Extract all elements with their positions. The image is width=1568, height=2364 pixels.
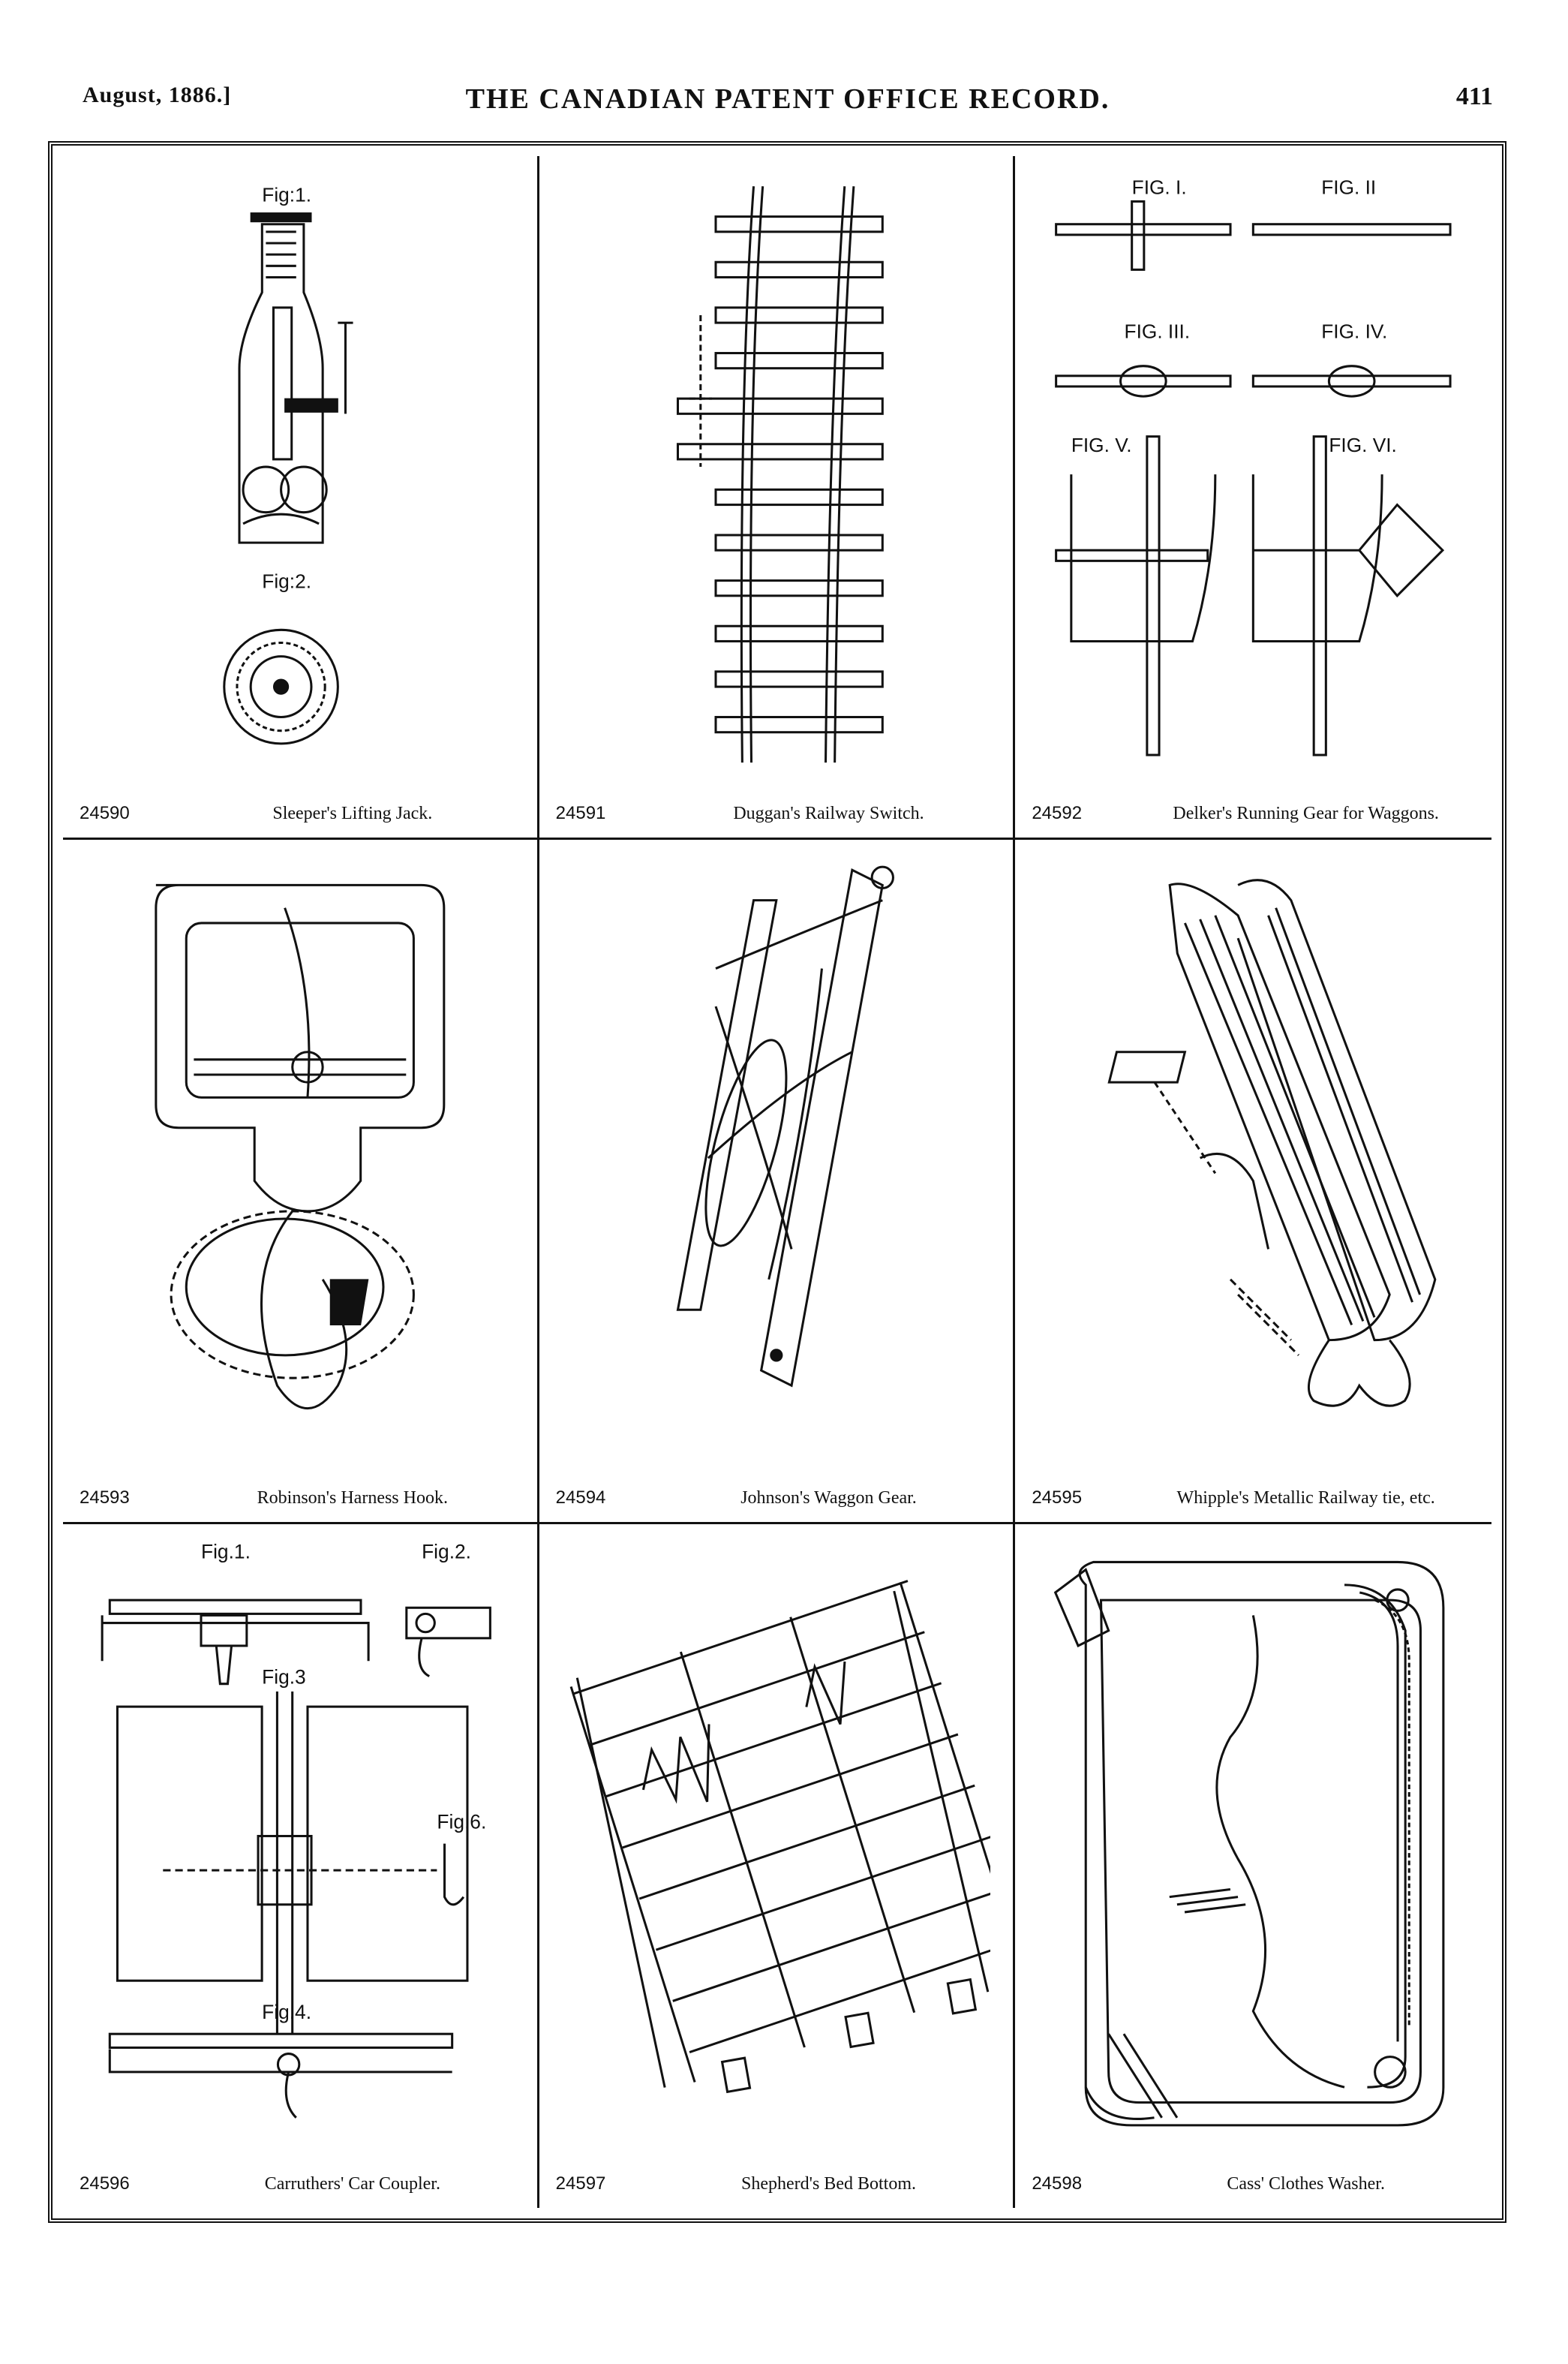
patent-title: Duggan's Railway Switch. [733, 804, 924, 824]
patent-title: Delker's Running Gear for Waggons. [1173, 804, 1439, 824]
patent-cell: 24595 Whipple's Metallic Railway tie, et… [1015, 840, 1491, 1524]
lifting-jack-illustration: Fig:1. Fig:2. [223, 183, 353, 745]
patent-cell: 24597 Shepherd's Bed Bottom. [539, 1523, 1016, 2208]
bed-bottom-drawing [562, 1539, 1014, 2148]
patent-caption: 24591 Duggan's Railway Switch. [556, 794, 997, 824]
page-number: 411 [1455, 83, 1493, 110]
fig-label: FIG. II [1322, 176, 1377, 198]
patent-cell: 24591 Duggan's Railway Switch. [539, 156, 1016, 841]
waggon-gear-illustration [676, 865, 894, 1388]
publication-title: THE CANADIAN PATENT OFFICE RECORD. [465, 83, 1110, 115]
patent-title: Cass' Clothes Washer. [1227, 2173, 1385, 2194]
patent-number: 24596 [80, 2173, 130, 2194]
clothes-washer-drawing [1038, 1539, 1469, 2148]
patent-grid: Fig:1. Fig:2. 24590 [63, 156, 1491, 2208]
patent-caption: 24595 Whipple's Metallic Railway tie, et… [1032, 1478, 1475, 1508]
patent-title: Robinson's Harness Hook. [257, 1487, 448, 1508]
patent-number: 24591 [555, 803, 606, 824]
page-header: August, 1886.] THE CANADIAN PATENT OFFIC… [83, 83, 1493, 128]
fig-label: Fig:2. [262, 570, 311, 593]
running-gear-drawing: FIG. I. FIG. II FIG. III. FIG. IV. FIG. … [1038, 171, 1469, 777]
patent-number: 24598 [1032, 2173, 1083, 2194]
patent-cell: 24594 Johnson's Waggon Gear. [539, 840, 1016, 1524]
patent-caption: 24592 Delker's Running Gear for Waggons. [1032, 794, 1475, 824]
patent-title: Carruthers' Car Coupler. [264, 2173, 440, 2194]
fig-label: Fig.6. [437, 1810, 486, 1833]
patent-number: 24597 [555, 2173, 606, 2194]
patent-number: 24590 [80, 803, 130, 824]
harness-hook-illustration [155, 884, 446, 1410]
patent-caption: 24593 Robinson's Harness Hook. [80, 1478, 521, 1508]
patent-number: 24594 [555, 1487, 606, 1508]
fig-label: FIG. I. [1132, 176, 1187, 198]
patent-caption: 24596 Carruthers' Car Coupler. [80, 2164, 521, 2194]
patent-number: 24592 [1032, 803, 1083, 824]
issue-date: August, 1886.] [83, 83, 232, 107]
patent-caption: 24594 Johnson's Waggon Gear. [556, 1478, 997, 1508]
patent-cell: 24593 Robinson's Harness Hook. [63, 840, 539, 1524]
fig-label: Fig.2. [422, 1540, 471, 1562]
patent-cell: Fig.1. Fig.2. Fig.3 Fig.6. [63, 1523, 539, 2208]
patent-plate-frame: Fig:1. Fig:2. 24590 [48, 141, 1506, 2223]
fig-label: Fig.4. [262, 2001, 311, 2023]
patent-number: 24595 [1032, 1487, 1083, 1508]
car-coupler-drawing: Fig.1. Fig.2. Fig.3 Fig.6. [86, 1539, 515, 2148]
patent-caption: 24598 Cass' Clothes Washer. [1032, 2164, 1475, 2194]
lifting-jack-drawing: Fig:1. Fig:2. [86, 171, 515, 777]
railway-tie-drawing [1038, 855, 1469, 1461]
patent-title: Whipple's Metallic Railway tie, etc. [1176, 1487, 1435, 1508]
fig-label: FIG. V. [1071, 434, 1132, 456]
clothes-washer-illustration [1054, 1560, 1445, 2127]
fig-label: FIG. VI. [1329, 434, 1397, 456]
patent-number: 24593 [80, 1487, 130, 1508]
car-coupler-illustration: Fig.1. Fig.2. Fig.3 Fig.6. [101, 1540, 491, 2119]
fig-label: FIG. IV. [1322, 320, 1388, 342]
patent-cell: Fig:1. Fig:2. 24590 [63, 156, 539, 841]
bed-bottom-illustration [569, 1579, 1014, 2093]
harness-hook-drawing [86, 855, 515, 1461]
running-gear-illustration: FIG. I. FIG. II FIG. III. FIG. IV. FIG. … [1055, 176, 1452, 756]
fig-label: Fig.1. [201, 1540, 251, 1562]
fig-label: FIG. III. [1125, 320, 1191, 342]
railway-switch-illustration [676, 186, 884, 763]
patent-caption: 24597 Shepherd's Bed Bottom. [556, 2164, 997, 2194]
railway-switch-drawing [562, 171, 991, 777]
patent-title: Shepherd's Bed Bottom. [741, 2173, 916, 2194]
fig-label: Fig:1. [262, 183, 311, 206]
patent-cell: FIG. I. FIG. II FIG. III. FIG. IV. FIG. … [1015, 156, 1491, 841]
patent-cell: 24598 Cass' Clothes Washer. [1015, 1524, 1491, 2208]
patent-title: Sleeper's Lifting Jack. [272, 804, 433, 824]
waggon-gear-drawing [562, 855, 991, 1461]
patent-caption: 24590 Sleeper's Lifting Jack. [80, 794, 521, 824]
railway-tie-illustration [1107, 879, 1437, 1408]
fig-label: Fig.3 [262, 1665, 306, 1688]
patent-title: Johnson's Waggon Gear. [740, 1487, 917, 1508]
